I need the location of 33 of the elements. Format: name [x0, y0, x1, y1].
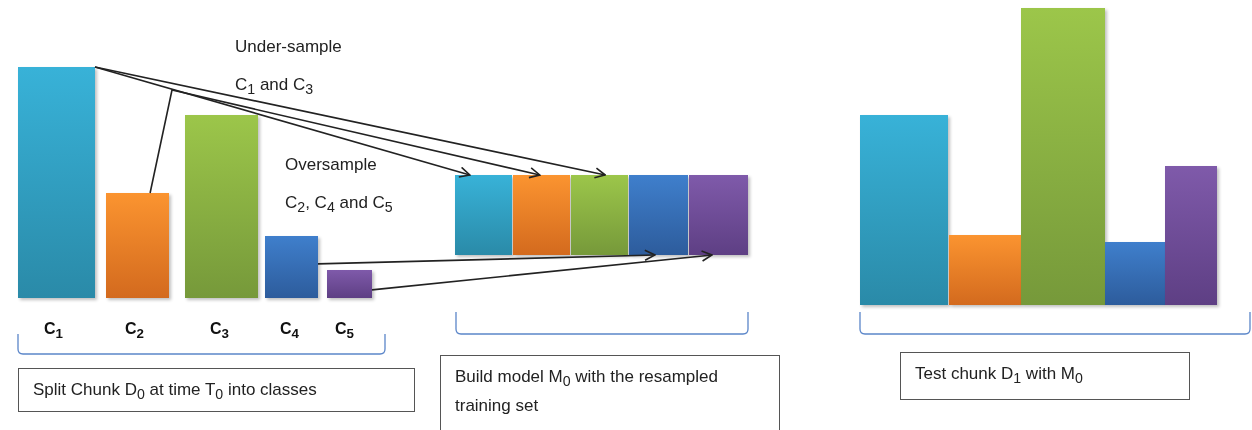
bar	[106, 193, 169, 298]
class-label: C$_{5}$	[335, 320, 354, 342]
caption-text: Build model M$_{0}$ with the resampled training set	[455, 366, 719, 417]
arrow	[317, 249, 656, 265]
annotation-text: Under-sample C$_{1}$ and C$_{3}$	[235, 36, 343, 100]
bar	[18, 67, 95, 298]
arrow	[371, 250, 713, 291]
bar	[1165, 166, 1217, 305]
class-label: C$_{2}$	[125, 320, 144, 342]
arrow	[94, 66, 606, 179]
caption-text: Test chunk D$_{1}$ with M$_{0}$	[915, 363, 1084, 389]
text-box	[440, 355, 780, 430]
annotation-text: Oversample C$_{2}$, C$_{4}$ and C$_{5}$	[285, 154, 393, 218]
caption-text: Split Chunk D$_{0}$ at time T$_{0}$ into classes	[33, 379, 318, 405]
class-label: C$_{3}$	[210, 320, 229, 342]
bar	[455, 175, 512, 255]
bar	[860, 115, 948, 305]
arrow	[94, 66, 471, 178]
class-label: C$_{4}$	[280, 320, 299, 342]
bar	[629, 175, 688, 255]
class-label: C$_{1}$	[44, 320, 63, 342]
bar	[265, 236, 318, 298]
bar	[689, 175, 748, 255]
arrow	[149, 89, 541, 194]
bar	[185, 115, 258, 298]
text-box	[18, 368, 415, 412]
bar	[1021, 8, 1105, 305]
bar	[571, 175, 628, 255]
bar	[327, 270, 372, 298]
text-box	[900, 352, 1190, 400]
bar	[513, 175, 570, 255]
bar	[949, 235, 1021, 305]
bar	[1105, 242, 1165, 305]
